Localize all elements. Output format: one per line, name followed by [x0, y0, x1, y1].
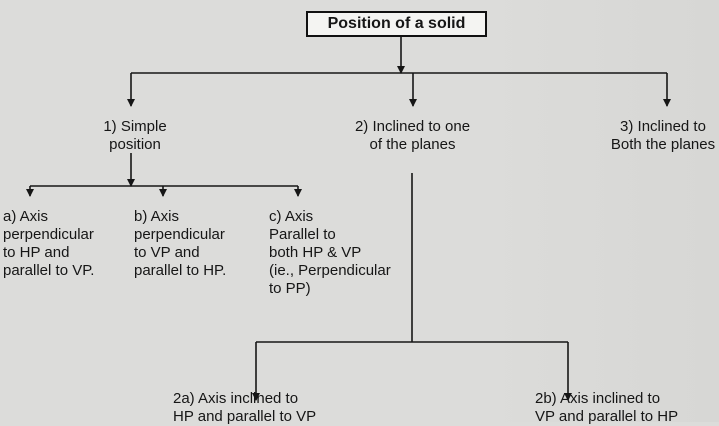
node-2b-axis-inclined-vp: 2b) Axis inclined to VP and parallel to …	[535, 390, 679, 425]
node-b-axis-perpendicular-vp: b) Axis perpendicular to VP and parallel…	[134, 208, 227, 279]
node-c-axis-parallel-both: c) Axis Parallel to both HP & VP (ie., P…	[269, 208, 391, 297]
background-print-shadow	[480, 0, 719, 422]
node-a-axis-perpendicular-hp: a) Axis perpendicular to HP and parallel…	[3, 208, 95, 279]
node-inclined-to-both-planes: 3) Inclined to Both the planes	[610, 118, 716, 153]
node-inclined-to-one-plane: 2) Inclined to one of the planes	[354, 118, 471, 153]
title-position-of-a-solid: Position of a solid	[306, 11, 487, 37]
node-simple-position: 1) Simple position	[103, 118, 167, 153]
node-2a-axis-inclined-hp: 2a) Axis inclined to HP and parallel to …	[173, 390, 317, 425]
